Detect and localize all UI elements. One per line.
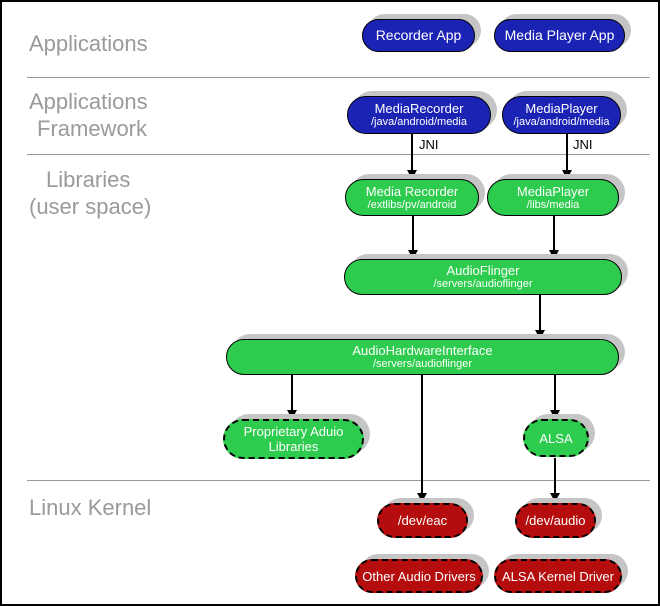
node-label: MediaRecorder xyxy=(374,101,464,116)
section-label-libraries: Libraries (user space) xyxy=(29,166,151,220)
section-label-line: Applications xyxy=(29,89,148,114)
divider-libraries-kernel xyxy=(27,480,650,481)
connector-line xyxy=(539,295,541,332)
divider-applications-framework xyxy=(27,77,650,78)
arrowhead-down-icon xyxy=(549,250,559,259)
node-label: AudioFlinger xyxy=(446,263,520,278)
node-label: /dev/eac xyxy=(397,513,448,528)
node-label: ALSA Kernel Driver xyxy=(502,568,614,584)
node-label: ALSA xyxy=(539,430,573,446)
connector-line xyxy=(291,375,293,412)
connector-line xyxy=(554,458,556,495)
jni-annotation: JNI xyxy=(573,137,593,152)
node-other-audio-drivers: Other Audio Drivers xyxy=(355,559,483,593)
node-path: /java/android/media xyxy=(513,116,610,128)
connector-line xyxy=(554,375,556,412)
node-path: /servers/audioflinger xyxy=(433,278,533,290)
section-label-line: Framework xyxy=(37,116,148,141)
connector-line xyxy=(566,134,568,172)
section-label-applications: Applications xyxy=(29,30,148,57)
node-label: AudioHardwareInterface xyxy=(352,343,493,358)
arrowhead-down-icon xyxy=(535,330,545,339)
arrowhead-down-icon xyxy=(287,410,297,419)
connector-line xyxy=(411,134,413,172)
node-label: MediaPlayer xyxy=(516,183,590,199)
node-path: /servers/audioflinger xyxy=(372,358,473,370)
connector-line xyxy=(412,216,414,252)
section-label-linux-kernel: Linux Kernel xyxy=(29,494,151,521)
node-audioflinger: AudioFlinger /servers/audioflinger xyxy=(344,259,622,295)
node-label: Media Recorder xyxy=(365,183,459,199)
node-mediarecorder-framework: MediaRecorder /java/android/media xyxy=(347,96,491,134)
section-label-line: Libraries xyxy=(46,167,131,192)
node-path: /java/android/media xyxy=(370,116,467,128)
arrowhead-down-icon xyxy=(550,410,560,419)
node-label: Recorder App xyxy=(375,27,462,43)
arrowhead-down-icon xyxy=(550,493,560,502)
node-recorder-app: Recorder App xyxy=(362,19,475,52)
node-label: Proprietary Aduio xyxy=(243,424,344,439)
node-label: MediaPlayer xyxy=(525,101,598,116)
node-label: Other Audio Drivers xyxy=(362,568,476,584)
node-label: /dev/audio xyxy=(525,513,586,528)
node-mediaplayer-lib: MediaPlayer /libs/media xyxy=(487,179,619,216)
connector-line xyxy=(421,375,423,495)
node-audiohardwareinterface: AudioHardwareInterface /servers/audiofli… xyxy=(226,339,619,375)
section-label-line: Applications xyxy=(29,31,148,56)
node-dev-audio: /dev/audio xyxy=(515,503,596,538)
node-label: Media Player App xyxy=(504,27,615,43)
section-label-applications-framework: Applications Framework xyxy=(29,88,148,142)
arrowhead-down-icon xyxy=(407,170,417,179)
arrowhead-down-icon xyxy=(417,493,427,502)
node-path: /extlibs/pv/android xyxy=(367,198,457,211)
jni-annotation: JNI xyxy=(419,137,439,152)
node-alsa: ALSA xyxy=(523,419,589,457)
arrowhead-down-icon xyxy=(408,250,418,259)
connector-line xyxy=(553,216,555,252)
arrowhead-down-icon xyxy=(562,170,572,179)
section-label-line: (user space) xyxy=(29,194,152,219)
section-label-line: Linux Kernel xyxy=(29,495,152,520)
node-proprietary-audio-libraries: Proprietary Aduio Libraries xyxy=(223,419,364,459)
node-media-player-app: Media Player App xyxy=(494,19,625,52)
node-path: /libs/media xyxy=(526,198,580,211)
node-label: Libraries xyxy=(268,439,319,454)
divider-framework-libraries xyxy=(27,154,650,155)
node-alsa-kernel-driver: ALSA Kernel Driver xyxy=(494,559,622,593)
node-dev-eac: /dev/eac xyxy=(377,503,468,538)
node-media-recorder-lib: Media Recorder /extlibs/pv/android xyxy=(345,179,479,216)
node-mediaplayer-framework: MediaPlayer /java/android/media xyxy=(502,96,621,134)
